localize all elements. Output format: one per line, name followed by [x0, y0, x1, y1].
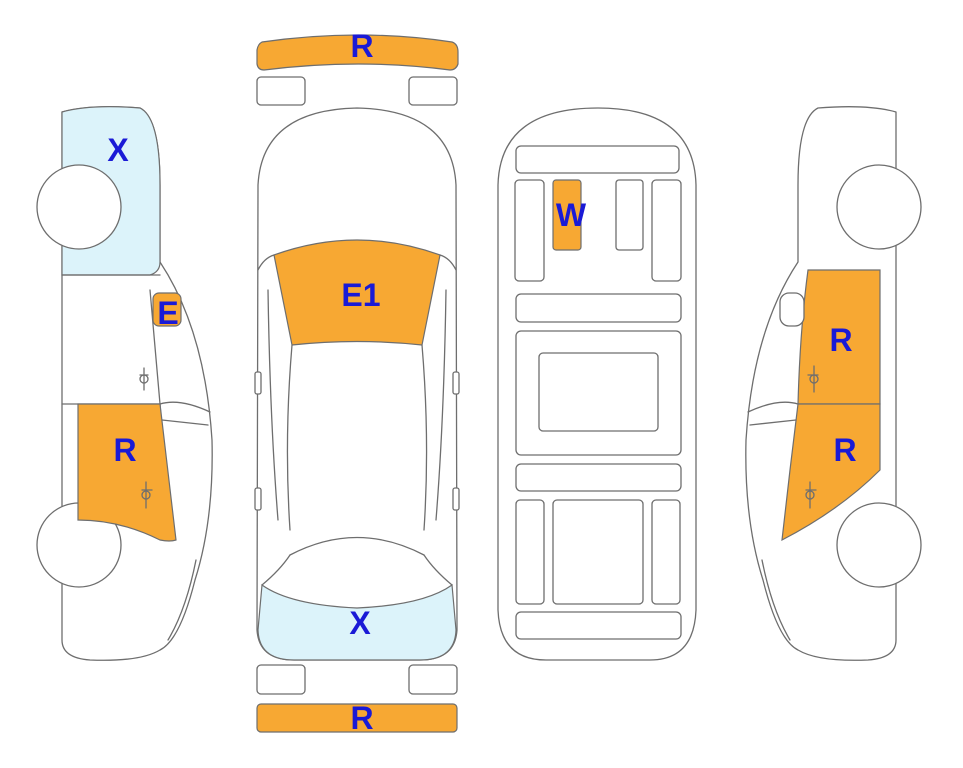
passenger-seat [615, 179, 644, 251]
top-view-car [254, 34, 460, 733]
left-side-view [36, 106, 213, 661]
windshield-code: E1 [341, 277, 380, 313]
right-rear-door-code: R [833, 432, 856, 468]
dashboard [515, 145, 680, 174]
driver-seat-code: W [556, 197, 587, 233]
right-headlight [408, 76, 458, 106]
left-mirror-code: E [157, 295, 178, 331]
center-divider-rear [515, 463, 682, 492]
rear-window-code: X [349, 605, 371, 641]
front-left-door-trim [514, 179, 545, 282]
right-front-wheel [836, 164, 922, 250]
left-rear-door-code: R [113, 432, 136, 468]
right-side-view [745, 106, 922, 661]
driver-seat-panel[interactable] [552, 179, 582, 251]
damage-code-labels: R E1 X R W X E R R R [107, 28, 856, 736]
right-rear-door-panel[interactable] [781, 403, 881, 542]
front-bumper-code: R [350, 28, 373, 64]
trunk-floor [515, 611, 682, 640]
left-front-wheel [36, 164, 122, 250]
right-taillight [408, 664, 458, 695]
center-console-inner [538, 352, 659, 432]
interior-view [497, 107, 697, 661]
front-right-door-trim [651, 179, 682, 282]
left-headlight [256, 76, 306, 106]
right-mirror [779, 292, 805, 327]
left-rear-door-panel[interactable] [77, 403, 177, 542]
front-bumper-panel[interactable] [256, 34, 459, 71]
rear-seat [552, 499, 644, 605]
rear-left-trim [515, 499, 545, 605]
top-view-body [256, 107, 458, 661]
right-rear-wheel [836, 502, 922, 588]
right-front-door-code: R [829, 322, 852, 358]
left-taillight [256, 664, 306, 695]
left-front-fender-code: X [107, 132, 129, 168]
center-divider-front [515, 293, 682, 323]
rear-bumper-code: R [350, 700, 373, 736]
rear-window-panel[interactable] [257, 583, 457, 661]
left-mirror-panel[interactable] [152, 292, 182, 327]
rear-bumper-panel[interactable] [256, 703, 458, 733]
rear-right-trim [651, 499, 681, 605]
